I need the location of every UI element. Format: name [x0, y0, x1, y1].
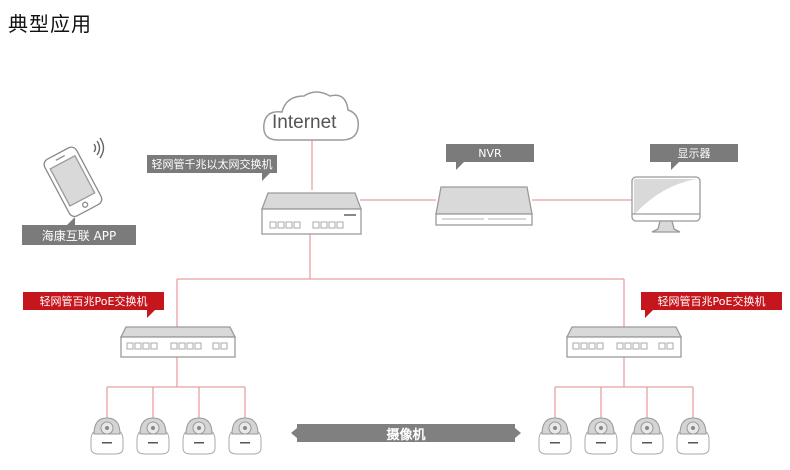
smartphone-icon — [43, 146, 103, 218]
connection-lines — [106, 140, 694, 418]
dome-camera-icon — [136, 417, 170, 455]
nvr-device — [435, 186, 533, 226]
core-switch-label: 轻网管千兆以太网交换机 — [147, 155, 277, 181]
monitor-label-text: 显示器 — [677, 147, 711, 160]
internet-label: Internet — [272, 112, 337, 133]
poe-switch-right-label: 轻网管百兆PoE交换机 — [641, 292, 782, 318]
core-switch-label-text: 轻网管千兆以太网交换机 — [151, 158, 273, 171]
app-label: 海康互联 APP — [22, 217, 136, 245]
dome-camera-icon — [182, 417, 216, 455]
internet-cloud-icon — [263, 91, 360, 141]
monitor-label: 显示器 — [650, 144, 738, 170]
dome-camera-icon — [228, 417, 262, 455]
camera-banner-text: 摄像机 — [386, 427, 426, 443]
dome-camera-icon — [630, 417, 664, 455]
wifi-signal-icon — [93, 137, 105, 159]
callout-tail — [456, 162, 464, 170]
callout-tail — [147, 310, 155, 318]
callout-tail — [262, 173, 270, 181]
callout-tail — [67, 217, 75, 225]
camera-group-left — [90, 417, 262, 455]
poe-switch-left-label: 轻网管百兆PoE交换机 — [23, 292, 164, 318]
callout-tail — [645, 310, 653, 318]
dome-camera-icon — [584, 417, 618, 455]
callout-tail — [671, 162, 679, 170]
nvr-label-text: NVR — [478, 146, 502, 160]
app-label-text: 海康互联 APP — [41, 228, 117, 243]
poe-switch-right-label-text: 轻网管百兆PoE交换机 — [657, 295, 766, 308]
poe-switch-left-device — [119, 326, 237, 358]
camera-banner: 摄像机 — [291, 424, 521, 443]
camera-group-right — [538, 417, 710, 455]
dome-camera-icon — [538, 417, 572, 455]
nvr-label: NVR — [446, 144, 534, 170]
poe-switch-left-label-text: 轻网管百兆PoE交换机 — [39, 295, 148, 308]
dome-camera-icon — [676, 417, 710, 455]
gigabit-switch-device — [261, 192, 362, 235]
monitor-device — [631, 176, 701, 233]
page-title: 典型应用 — [8, 12, 92, 36]
dome-camera-icon — [90, 417, 124, 455]
poe-switch-right-device — [565, 326, 683, 358]
